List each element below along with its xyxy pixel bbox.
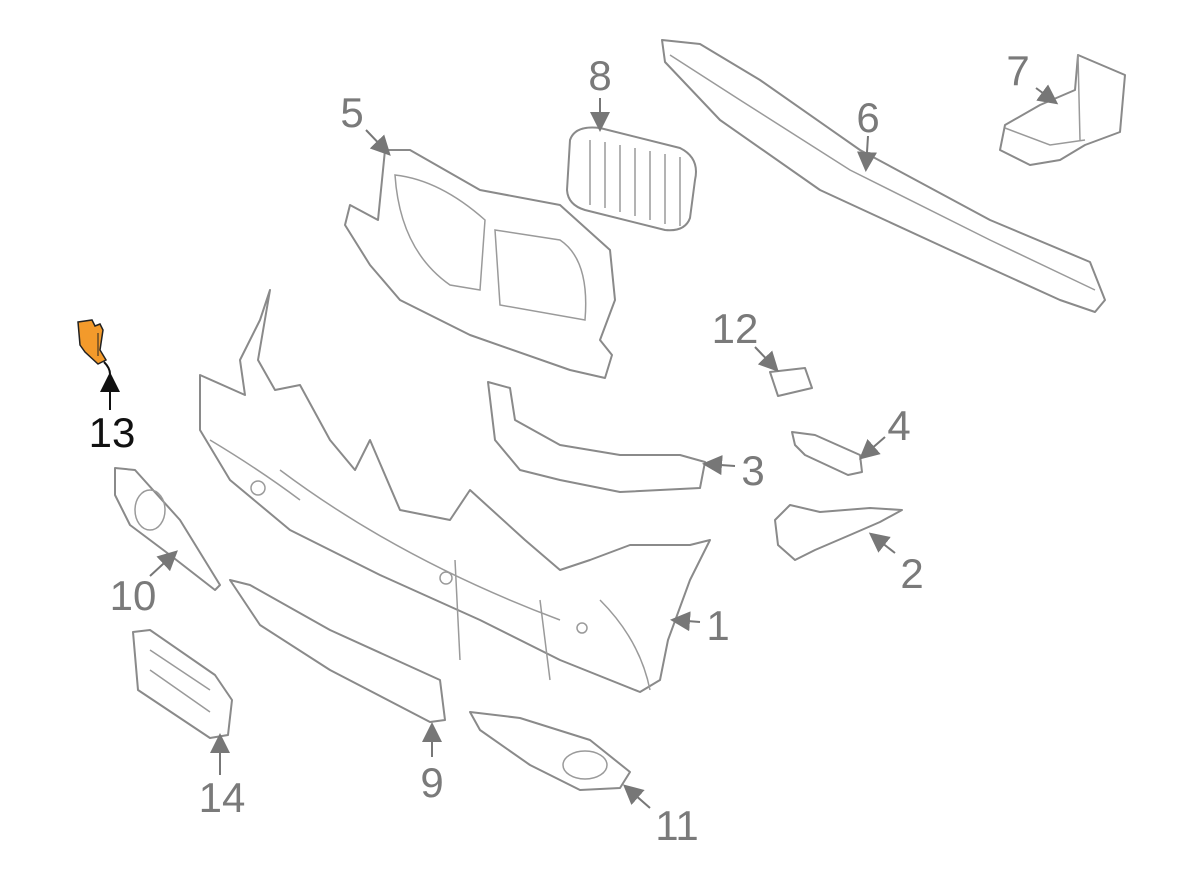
callout-10[interactable]: 10	[110, 572, 157, 619]
arrow-1	[670, 611, 701, 632]
callout-6[interactable]: 6	[856, 94, 879, 141]
part-1-bumper-cover[interactable]	[199, 289, 711, 693]
arrow-7	[1035, 84, 1059, 105]
arrow-2	[868, 532, 896, 554]
callout-labels: 1 2 3 4 5 6 7 8 9 10 11 12 13 14	[89, 47, 1030, 849]
callout-7[interactable]: 7	[1006, 47, 1029, 94]
arrow-3	[702, 455, 736, 476]
part-10-left-fog-grille[interactable]	[114, 467, 221, 591]
part-4-upper-bracket[interactable]	[791, 431, 863, 476]
part-2-lower-bracket[interactable]	[774, 504, 903, 561]
callout-12[interactable]: 12	[712, 305, 759, 352]
part-3-side-bracket[interactable]	[487, 381, 706, 493]
callout-1[interactable]: 1	[706, 602, 729, 649]
part-6-reinforcement-bar[interactable]	[661, 39, 1106, 313]
callout-2[interactable]: 2	[900, 550, 923, 597]
part-8-kidney-grille[interactable]	[566, 126, 697, 232]
callout-5[interactable]: 5	[340, 89, 363, 136]
arrow-6	[857, 135, 877, 172]
arrow-5	[365, 129, 391, 156]
part-12-tow-hook-cover[interactable]	[769, 367, 813, 397]
callout-13[interactable]: 13	[89, 409, 136, 456]
callout-4[interactable]: 4	[887, 402, 910, 449]
part-14-license-plate-bracket[interactable]	[132, 629, 233, 739]
part-13-highlighted-cover[interactable]	[77, 319, 111, 375]
callout-14[interactable]: 14	[199, 774, 246, 821]
arrow-4	[858, 436, 886, 460]
part-9-center-lower-grille[interactable]	[229, 579, 446, 723]
arrow-12	[754, 346, 779, 372]
arrow-11	[622, 784, 651, 809]
part-11-right-fog-grille[interactable]	[469, 711, 631, 791]
callout-11[interactable]: 11	[655, 802, 699, 849]
part-5-grille-support[interactable]	[344, 149, 616, 379]
callout-8[interactable]: 8	[588, 52, 611, 99]
arrow-10	[149, 550, 178, 577]
callout-9[interactable]: 9	[420, 759, 443, 806]
callout-3[interactable]: 3	[741, 447, 764, 494]
callout-arrows	[100, 84, 1059, 809]
